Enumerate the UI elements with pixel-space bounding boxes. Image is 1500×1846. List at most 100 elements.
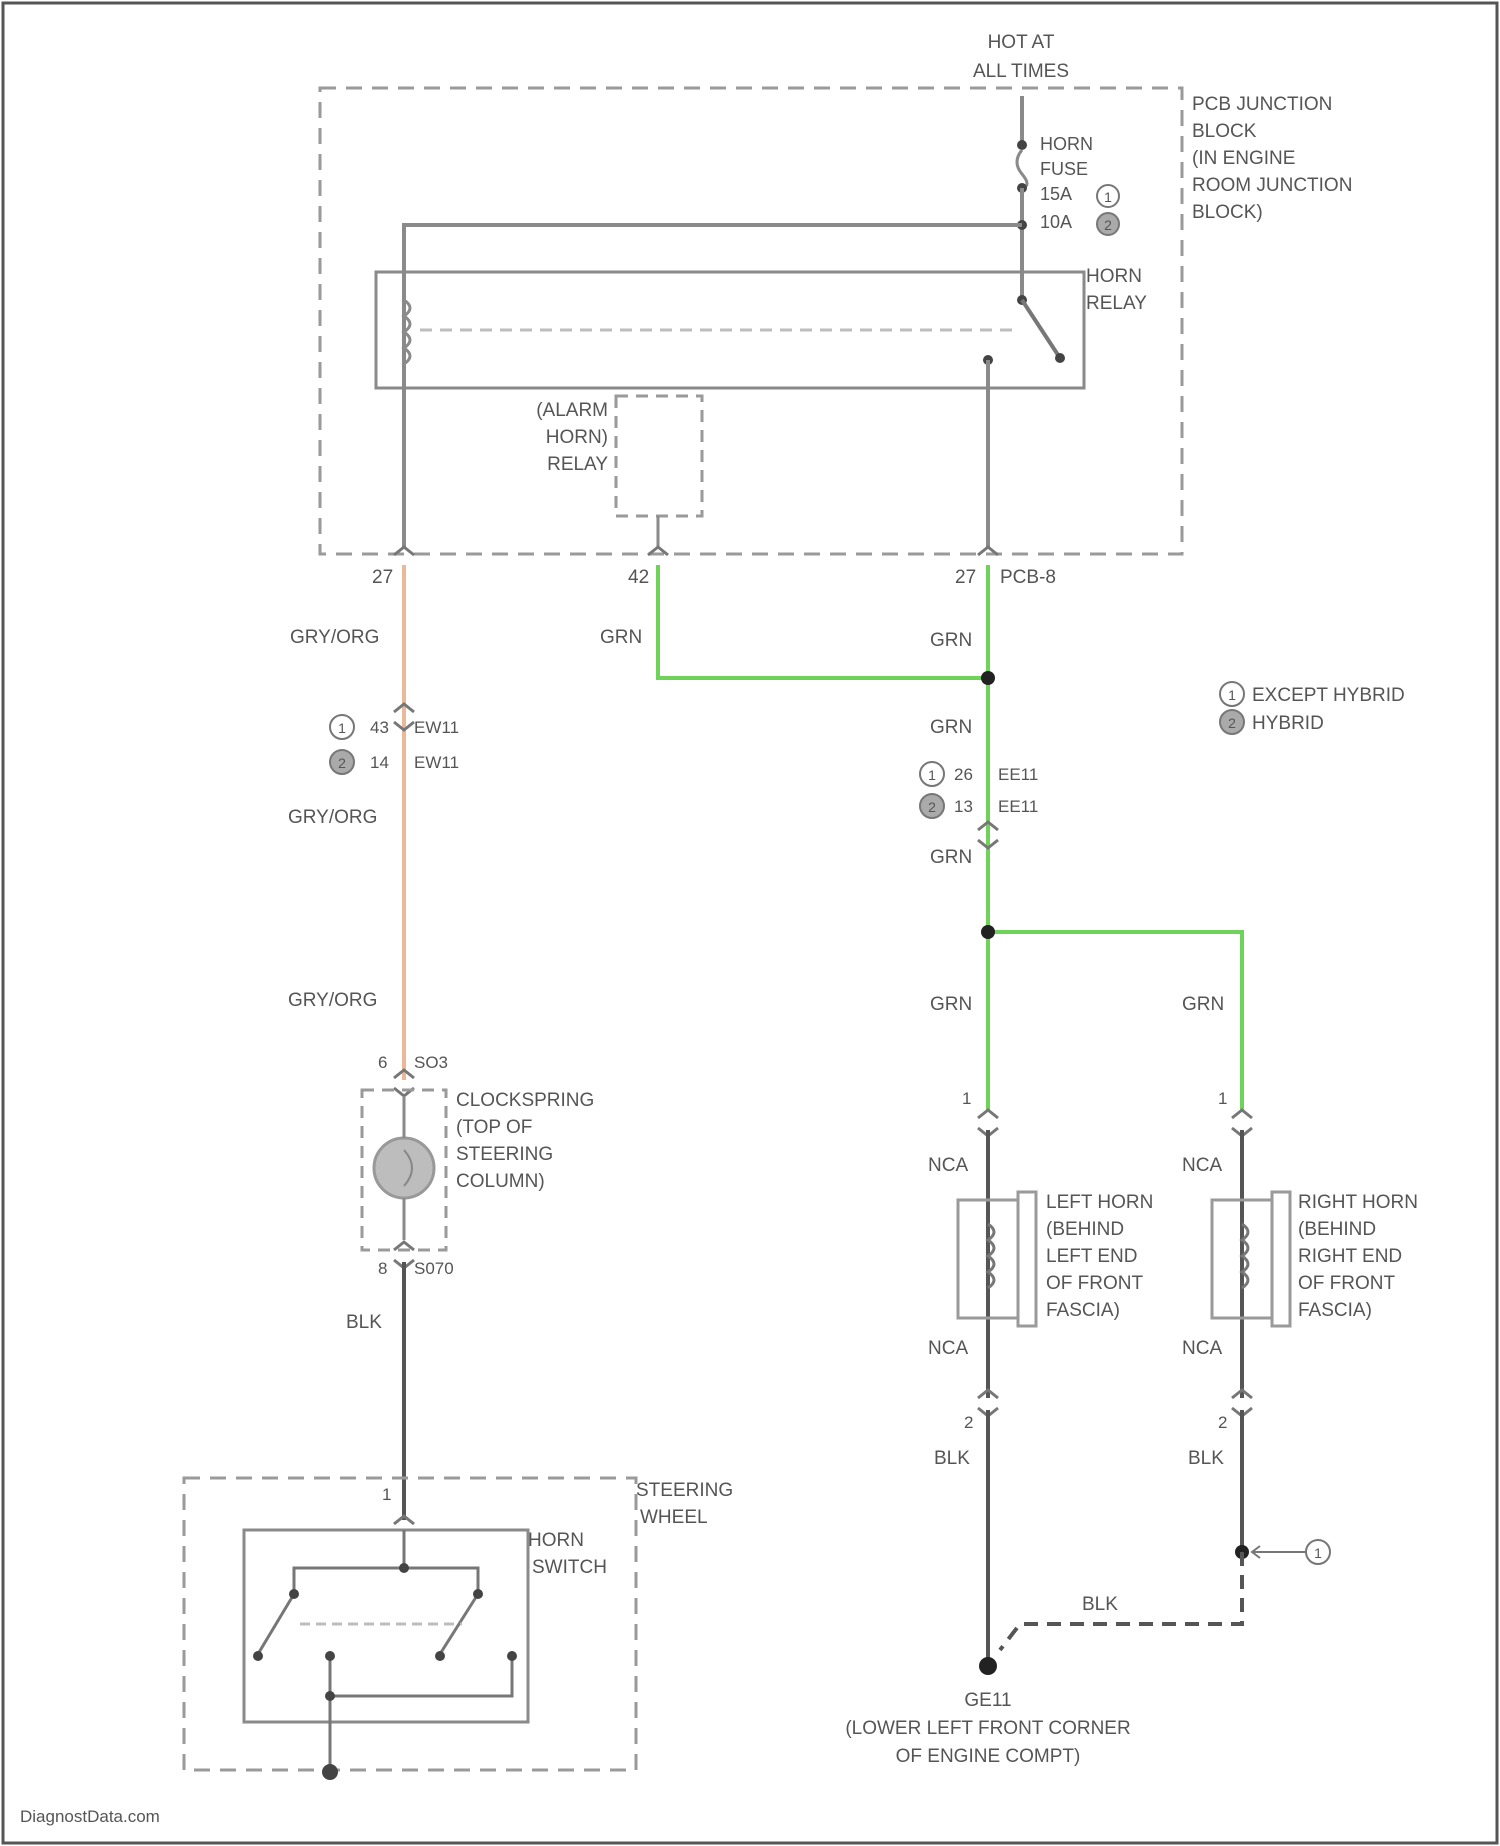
splice-upper [981, 671, 995, 685]
pcb-junction-block-box [320, 88, 1182, 554]
pcb-junction-block-label: PCB JUNCTION BLOCK (IN ENGINE ROOM JUNCT… [1192, 94, 1352, 223]
svg-text:STEERING: STEERING [456, 1144, 553, 1165]
svg-text:HORN: HORN [528, 1530, 584, 1551]
horn-switch-box [244, 1530, 528, 1722]
ground-splice-ref: 1 [1306, 1540, 1330, 1564]
left-horn-pin-bottom: 2 [964, 1413, 973, 1432]
grn-wire-alarm-relay [658, 565, 988, 678]
wire-label-gry-org-3: GRY/ORG [288, 990, 377, 1011]
svg-text:27: 27 [372, 567, 393, 588]
wire-label-blk-left: BLK [346, 1312, 382, 1333]
horn-switch-contacts [258, 1530, 512, 1770]
steering-wheel-pin: 1 [382, 1485, 391, 1504]
svg-text:RELAY: RELAY [547, 454, 608, 475]
horn-relay-label: HORN RELAY [1086, 266, 1147, 314]
svg-text:42: 42 [628, 567, 649, 588]
svg-text:LEFT END: LEFT END [1046, 1246, 1138, 1267]
svg-text:FASCIA): FASCIA) [1298, 1300, 1372, 1321]
ee11-connector-labels: 1 26 EE11 2 13 EE11 [920, 762, 1038, 818]
svg-text:2: 2 [928, 799, 936, 815]
svg-text:1: 1 [1228, 687, 1236, 703]
fuse-terminal-top [1017, 140, 1027, 150]
svg-text:43: 43 [370, 718, 389, 737]
right-horn-pin-bottom: 2 [1218, 1413, 1227, 1432]
svg-text:ALL TIMES: ALL TIMES [973, 61, 1069, 82]
svg-text:13: 13 [954, 797, 973, 816]
svg-text:BLOCK: BLOCK [1192, 121, 1257, 142]
grn-wire-labels: GRN GRN GRN GRN GRN GRN [600, 627, 1224, 1015]
svg-text:GRN: GRN [930, 994, 972, 1015]
horn-switch-label: HORN SWITCH [528, 1530, 607, 1578]
svg-text:OF FRONT: OF FRONT [1046, 1273, 1143, 1294]
svg-text:1: 1 [338, 720, 346, 736]
fuse-rating-ref-2: 2 [1097, 213, 1119, 235]
page-border [3, 3, 1497, 1843]
alarm-horn-relay-label: (ALARM HORN) RELAY [536, 400, 608, 475]
svg-text:(LOWER LEFT FRONT CORNER: (LOWER LEFT FRONT CORNER [845, 1718, 1130, 1739]
clockspring-label: CLOCKSPRING (TOP OF STEERING COLUMN) [456, 1090, 594, 1192]
svg-text:EW11: EW11 [414, 718, 459, 737]
svg-text:SO3: SO3 [414, 1053, 448, 1072]
right-horn-ground-return [1000, 1552, 1242, 1650]
svg-text:(ALARM: (ALARM [536, 400, 608, 421]
wire-label-gry-org-1: GRY/ORG [290, 627, 379, 648]
svg-text:1: 1 [1314, 1545, 1322, 1561]
svg-text:PCB-8: PCB-8 [1000, 567, 1056, 588]
svg-text:GRN: GRN [930, 630, 972, 651]
watermark: DiagnostData.com [20, 1807, 160, 1826]
svg-text:EXCEPT HYBRID: EXCEPT HYBRID [1252, 685, 1405, 706]
svg-text:6: 6 [378, 1053, 387, 1072]
svg-text:HORN): HORN) [546, 427, 608, 448]
grn-wire-right-horn [988, 932, 1242, 1110]
clockspring-bottom-labels: 8 S070 [378, 1259, 454, 1278]
svg-text:GRN: GRN [930, 717, 972, 738]
svg-text:HORN: HORN [1040, 134, 1093, 154]
svg-text:ROOM JUNCTION: ROOM JUNCTION [1192, 175, 1352, 196]
pcb-connector-pins [394, 547, 998, 555]
svg-text:EE11: EE11 [998, 765, 1038, 784]
svg-text:OF FRONT: OF FRONT [1298, 1273, 1395, 1294]
wire-label-gry-org-2: GRY/ORG [288, 807, 377, 828]
svg-text:27: 27 [955, 567, 976, 588]
svg-text:S070: S070 [414, 1259, 454, 1278]
svg-text:WHEEL: WHEEL [640, 1507, 708, 1528]
svg-text:GRN: GRN [1182, 994, 1224, 1015]
svg-text:1: 1 [1104, 189, 1112, 205]
horn-switch-ground [322, 1764, 338, 1780]
horn-fuse-label: HORN FUSE 15A 10A [1040, 134, 1093, 232]
svg-text:EW11: EW11 [414, 753, 459, 772]
wire-label-nca-right-bottom: NCA [1182, 1338, 1222, 1359]
svg-text:RIGHT END: RIGHT END [1298, 1246, 1402, 1267]
wire-label-nca-left-top: NCA [928, 1155, 968, 1176]
steering-wheel-label: STEERING WHEEL [636, 1480, 733, 1528]
svg-text:(IN ENGINE: (IN ENGINE [1192, 148, 1295, 169]
svg-text:10A: 10A [1040, 212, 1072, 232]
svg-text:GRN: GRN [600, 627, 642, 648]
legend-item-hybrid: 2 HYBRID [1220, 710, 1324, 734]
clockspring-top-labels: 6 SO3 [378, 1053, 448, 1072]
svg-text:26: 26 [954, 765, 973, 784]
svg-text:2: 2 [1228, 715, 1236, 731]
svg-text:14: 14 [370, 753, 389, 772]
left-horn-bell [1018, 1192, 1036, 1326]
wire-label-blk-ground-return: BLK [1082, 1594, 1118, 1615]
power-source-label: HOT AT ALL TIMES [973, 32, 1069, 82]
svg-text:FASCIA): FASCIA) [1046, 1300, 1120, 1321]
svg-text:2: 2 [338, 755, 346, 771]
svg-text:BLOCK): BLOCK) [1192, 202, 1263, 223]
fuse-rating-ref-1: 1 [1097, 185, 1119, 207]
relay-contact-switch [1022, 300, 1060, 358]
svg-text:HOT AT: HOT AT [988, 32, 1055, 53]
svg-text:OF ENGINE COMPT): OF ENGINE COMPT) [896, 1746, 1081, 1767]
svg-text:HYBRID: HYBRID [1252, 713, 1324, 734]
svg-text:STEERING: STEERING [636, 1480, 733, 1501]
clockspring-icon [374, 1138, 434, 1198]
svg-text:HORN: HORN [1086, 266, 1142, 287]
splice-lower [981, 925, 995, 939]
svg-text:RIGHT HORN: RIGHT HORN [1298, 1192, 1418, 1213]
svg-text:LEFT HORN: LEFT HORN [1046, 1192, 1153, 1213]
horn-fuse [1017, 150, 1027, 188]
wire-label-blk-left-horn: BLK [934, 1448, 970, 1469]
svg-text:8: 8 [378, 1259, 387, 1278]
